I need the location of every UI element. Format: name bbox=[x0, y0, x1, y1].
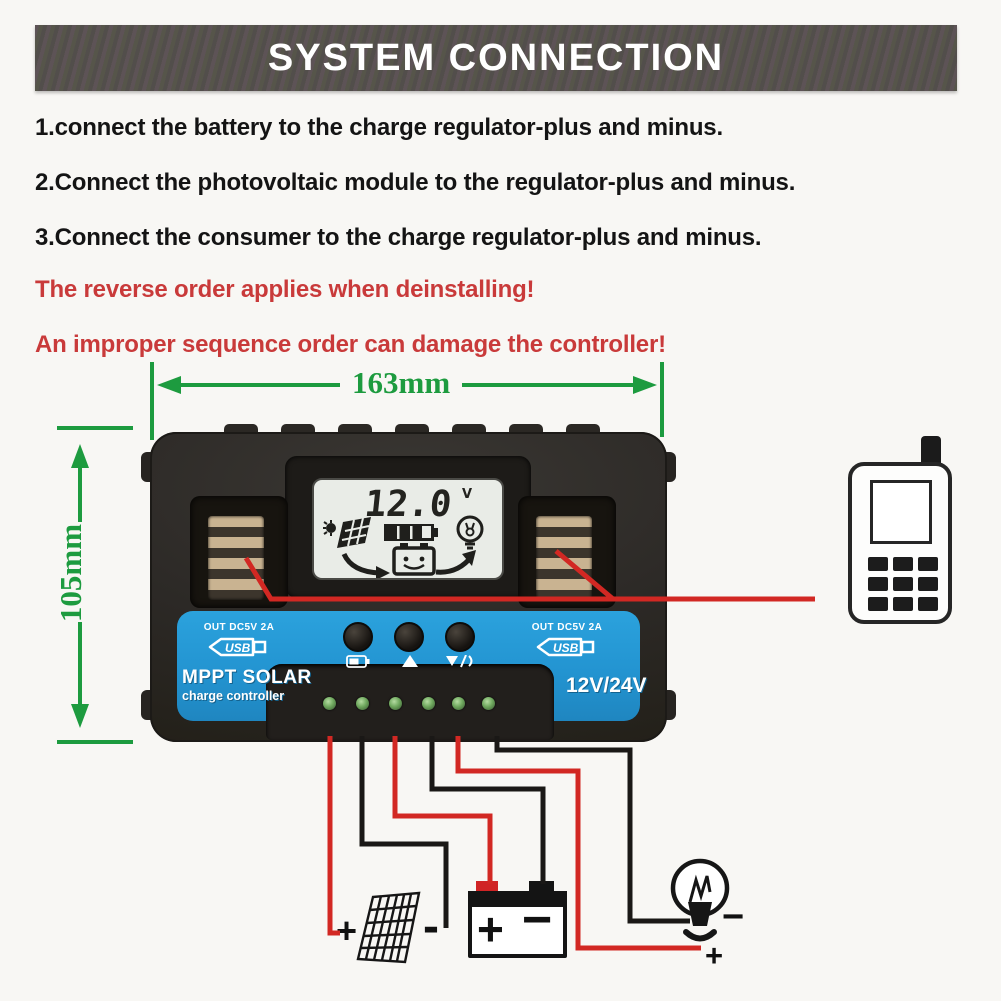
usb-port-left bbox=[208, 516, 264, 600]
solar-panel-icon bbox=[337, 517, 371, 548]
terminal-screw bbox=[422, 697, 435, 710]
instruction-step-3: 3.Connect the consumer to the charge reg… bbox=[35, 224, 762, 251]
voltage-rating: 12V/24V bbox=[566, 674, 647, 697]
terminal-block bbox=[266, 664, 554, 740]
charge-arrow-icon bbox=[341, 552, 390, 580]
brand-line2: charge controller bbox=[182, 689, 285, 703]
usb-logo-icon: USB bbox=[208, 637, 267, 657]
warning-reverse-order: The reverse order applies when deinstall… bbox=[35, 276, 535, 303]
wire-solar-plus bbox=[327, 736, 340, 936]
lcd-display: 12.0 V bbox=[312, 478, 504, 580]
down-load-button bbox=[445, 622, 475, 652]
phone-key bbox=[918, 557, 938, 571]
wire-battery-plus bbox=[392, 736, 493, 884]
up-arrow-icon bbox=[402, 655, 418, 667]
page-title: SYSTEM CONNECTION bbox=[267, 36, 725, 79]
load-arrow-icon bbox=[435, 550, 476, 575]
lcd-voltage-unit: V bbox=[462, 487, 472, 502]
battery-plus-label: + bbox=[477, 903, 504, 955]
svg-text:USB: USB bbox=[225, 641, 251, 655]
height-dimension-label: 105mm bbox=[53, 523, 89, 623]
lamp-minus-label: − bbox=[722, 896, 745, 938]
svg-text:USB: USB bbox=[553, 641, 579, 655]
down-arrow-lamp-icon bbox=[446, 655, 473, 668]
brand-line1: MPPT SOLAR bbox=[182, 667, 312, 688]
solar-plus-label: + bbox=[336, 910, 358, 951]
terminal-screw bbox=[452, 697, 465, 710]
header-banner: SYSTEM CONNECTION bbox=[35, 25, 957, 91]
width-dimension-label: 163mm bbox=[352, 365, 451, 400]
lamp-plus-label: + bbox=[705, 938, 724, 973]
phone-antenna bbox=[921, 436, 941, 468]
battery-select-button bbox=[343, 622, 373, 652]
usb-output-label-right: OUT DC5V 2A bbox=[531, 622, 603, 633]
phone-key bbox=[893, 557, 913, 571]
terminal-screw bbox=[356, 697, 369, 710]
lcd-voltage-value: 12.0 bbox=[363, 483, 454, 525]
phone-key bbox=[893, 597, 913, 611]
usb-output-label-left: OUT DC5V 2A bbox=[203, 622, 275, 633]
phone-key bbox=[918, 597, 938, 611]
solar-minus-label: - bbox=[423, 900, 439, 953]
phone-key bbox=[918, 577, 938, 591]
phone-key bbox=[868, 597, 888, 611]
terminal-screw bbox=[482, 697, 495, 710]
phone-key bbox=[868, 577, 888, 591]
usb-logo-icon: USB bbox=[536, 637, 595, 657]
up-button bbox=[394, 622, 424, 652]
terminal-screw bbox=[389, 697, 402, 710]
sun-icon bbox=[323, 520, 336, 536]
lcd-bulb-icon bbox=[456, 515, 484, 550]
battery-minus-label: − bbox=[522, 891, 553, 949]
usb-port-right bbox=[536, 516, 592, 600]
phone-screen bbox=[870, 480, 932, 544]
wire-battery-minus bbox=[429, 736, 546, 884]
phone-key bbox=[893, 577, 913, 591]
terminal-screw bbox=[323, 697, 336, 710]
instruction-step-2: 2.Connect the photovoltaic module to the… bbox=[35, 169, 796, 196]
warning-improper-sequence: An improper sequence order can damage th… bbox=[35, 331, 666, 358]
battery-button-icon bbox=[346, 655, 370, 668]
phone-key bbox=[868, 557, 888, 571]
lcd-graphics: 12.0 V bbox=[323, 483, 484, 580]
battery-gauge-icon bbox=[384, 524, 438, 541]
instruction-step-1: 1.connect the battery to the charge regu… bbox=[35, 114, 723, 141]
battery-smiley-icon bbox=[392, 543, 436, 576]
brand-text: MPPT SOLAR charge controller bbox=[182, 668, 312, 703]
